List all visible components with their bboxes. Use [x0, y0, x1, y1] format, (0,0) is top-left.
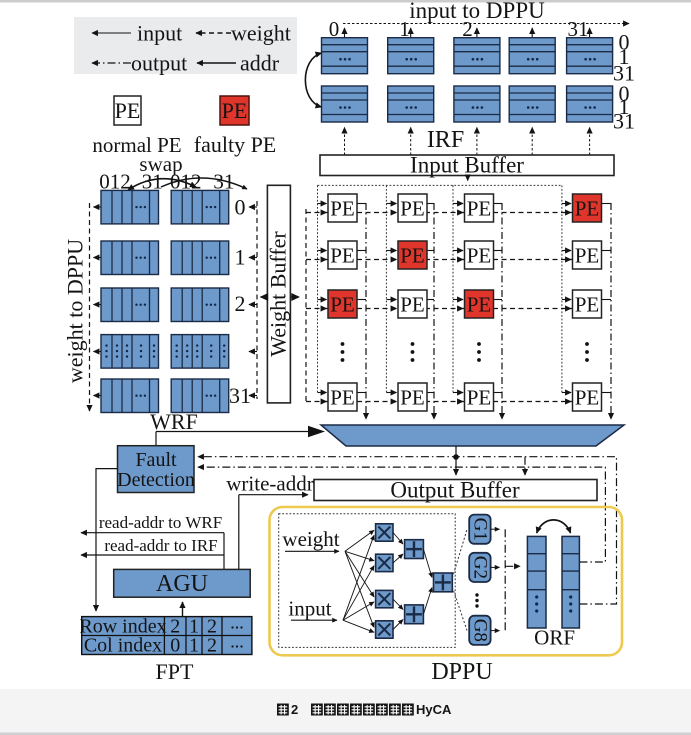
- svg-text:0: 0: [235, 195, 246, 220]
- svg-text:2: 2: [170, 616, 180, 638]
- svg-text:1: 1: [189, 635, 199, 657]
- svg-text:Input Buffer: Input Buffer: [410, 153, 524, 178]
- svg-text:ORF: ORF: [534, 626, 575, 650]
- svg-text:Fault: Fault: [135, 449, 177, 471]
- svg-text:PE: PE: [467, 293, 492, 317]
- svg-text:PE: PE: [330, 293, 355, 317]
- svg-text:1: 1: [399, 17, 410, 41]
- svg-text:2: 2: [207, 616, 217, 638]
- svg-text:1: 1: [619, 44, 630, 69]
- svg-text:G1: G1: [470, 518, 491, 541]
- svg-text:Weight Buffer: Weight Buffer: [266, 231, 291, 357]
- svg-text:31: 31: [568, 17, 589, 41]
- svg-text:31: 31: [613, 61, 635, 86]
- svg-text:PE: PE: [467, 197, 492, 221]
- svg-text:normal PE: normal PE: [92, 133, 181, 157]
- svg-text:PE: PE: [575, 244, 600, 268]
- svg-text:0: 0: [170, 635, 180, 657]
- svg-text:PE: PE: [400, 293, 425, 317]
- svg-text:PE: PE: [330, 244, 355, 268]
- svg-text:PE: PE: [400, 386, 425, 410]
- svg-text:Detection: Detection: [117, 469, 195, 491]
- svg-text:DPPU: DPPU: [431, 659, 492, 685]
- svg-text:PE: PE: [330, 386, 355, 410]
- svg-text:PE: PE: [115, 98, 141, 123]
- svg-text:31: 31: [213, 170, 234, 194]
- svg-text:weight to DPPU: weight to DPPU: [63, 239, 88, 383]
- svg-text:weight: weight: [282, 527, 339, 551]
- svg-text:PE: PE: [400, 244, 425, 268]
- svg-text:addr: addr: [240, 51, 280, 76]
- svg-text:HyCA: HyCA: [416, 702, 452, 717]
- svg-text:2: 2: [207, 635, 217, 657]
- svg-text:012: 012: [99, 170, 131, 194]
- svg-text:PE: PE: [575, 293, 600, 317]
- svg-text:31: 31: [229, 383, 251, 408]
- svg-text:0: 0: [329, 17, 340, 41]
- svg-text:PE: PE: [467, 244, 492, 268]
- svg-text:PE: PE: [575, 197, 600, 221]
- svg-text:1: 1: [235, 245, 246, 270]
- svg-text:0: 0: [619, 81, 630, 106]
- svg-text:PE: PE: [222, 98, 248, 123]
- svg-text:input: input: [137, 21, 182, 46]
- svg-text:PE: PE: [400, 197, 425, 221]
- svg-text:swap: swap: [139, 152, 182, 176]
- svg-text:G2: G2: [470, 556, 491, 579]
- svg-text:read-addr to WRF: read-addr to WRF: [99, 513, 222, 532]
- svg-text:PE: PE: [330, 197, 355, 221]
- svg-text:output: output: [131, 51, 187, 76]
- svg-text:2: 2: [462, 17, 473, 41]
- svg-text:input: input: [288, 597, 331, 621]
- svg-text:faulty PE: faulty PE: [194, 132, 277, 157]
- svg-text:1: 1: [189, 616, 199, 638]
- svg-text:Col index: Col index: [84, 635, 162, 657]
- svg-text:IRF: IRF: [427, 127, 464, 153]
- svg-text:31: 31: [613, 109, 635, 134]
- svg-text:2: 2: [291, 702, 298, 717]
- svg-text:PE: PE: [575, 386, 600, 410]
- svg-text:G8: G8: [470, 619, 491, 642]
- svg-text:weight: weight: [231, 21, 291, 46]
- svg-text:read-addr to IRF: read-addr to IRF: [104, 536, 217, 555]
- svg-text:Row index: Row index: [79, 616, 166, 638]
- svg-text:Output Buffer: Output Buffer: [390, 478, 520, 503]
- svg-text:2: 2: [235, 291, 246, 316]
- svg-text:1: 1: [619, 94, 630, 119]
- svg-text:AGU: AGU: [156, 571, 208, 597]
- svg-text:FPT: FPT: [156, 659, 194, 684]
- svg-text:write-addr: write-addr: [226, 472, 313, 496]
- svg-text:0: 0: [619, 30, 630, 55]
- svg-text:WRF: WRF: [150, 409, 198, 434]
- svg-text:PE: PE: [467, 386, 492, 410]
- svg-text:input to DPPU: input to DPPU: [409, 0, 545, 23]
